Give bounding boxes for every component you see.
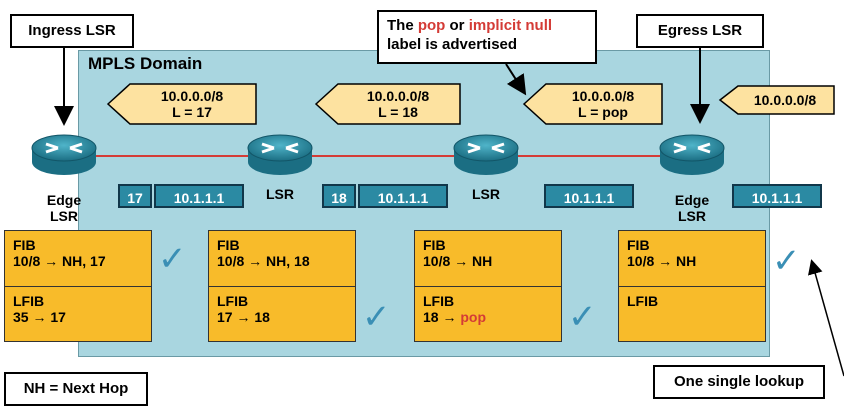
fib-row: FIB 10/8 → NH: [619, 231, 765, 287]
lfib-row: LFIB: [619, 287, 765, 343]
node-name: LSR: [50, 208, 78, 224]
fib-title: FIB: [423, 237, 446, 253]
fib-row: FIB 10/8 → NH, 17: [5, 231, 151, 287]
pop-text-pre: The: [387, 17, 418, 34]
node-name: Edge: [674, 192, 710, 208]
lfib-title: LFIB: [217, 293, 249, 309]
packet-label: 17: [118, 184, 152, 208]
lfib-entry-text: 35 → 17: [13, 309, 66, 325]
packet-ip: 10.1.1.1: [732, 184, 822, 208]
lfib-title: LFIB: [627, 293, 659, 309]
next-hop-definition: NH = Next Hop: [4, 372, 148, 406]
check-icon: ✓: [158, 240, 187, 278]
lfib-title: LFIB: [13, 293, 45, 309]
fib-row: FIB 10/8 → NH, 18: [209, 231, 355, 287]
advert-prefix: 10.0.0.0/8: [571, 88, 635, 104]
advert-2: 10.0.0.0/8 L = 18: [338, 88, 458, 120]
egress-lsr-callout: Egress LSR: [636, 14, 764, 48]
lfib-entry-text: 18 →: [423, 309, 461, 325]
advert-box-1: [106, 83, 257, 125]
advert-1: 10.0.0.0/8 L = 17: [130, 88, 254, 120]
node-name: LSR: [472, 186, 500, 202]
lfib-pop: pop: [460, 309, 487, 325]
pop-text-line2: label is advertised: [387, 36, 518, 53]
check-icon: ✓: [772, 242, 801, 280]
lfib-title: LFIB: [423, 293, 455, 309]
node-edge-egress: Edge LSR: [662, 192, 722, 224]
lookup-arrow: [808, 259, 844, 377]
advert-box-2: [314, 83, 461, 125]
advert-label: L = 17: [172, 104, 212, 120]
check-icon: ✓: [362, 298, 391, 336]
pop-word: pop: [417, 17, 446, 34]
advert-label: L = 18: [378, 104, 418, 120]
fib-entry: 10/8 → NH, 18: [217, 253, 310, 269]
lfib-entry: 17 → 18: [217, 309, 347, 325]
node-lsr-1: LSR: [250, 186, 310, 202]
fib-lfib-table-2: FIB 10/8 → NH, 18 LFIB 17 → 18: [208, 230, 356, 342]
fib-title: FIB: [13, 237, 36, 253]
node-edge-ingress: Edge LSR: [34, 192, 94, 224]
node-name: Edge: [46, 192, 82, 208]
fib-lfib-table-1: FIB 10/8 → NH, 17 LFIB 35 → 17: [4, 230, 152, 342]
fib-title: FIB: [217, 237, 240, 253]
lfib-row: LFIB 35 → 17: [5, 287, 151, 343]
fib-lfib-table-4: FIB 10/8 → NH LFIB: [618, 230, 766, 342]
router-icon: [247, 134, 313, 175]
packet-ip: 10.1.1.1: [154, 184, 244, 208]
node-name: LSR: [266, 186, 294, 202]
fib-entry: 10/8 → NH: [627, 253, 697, 269]
ingress-lsr-callout: Ingress LSR: [10, 14, 134, 48]
pop-arrow: [505, 63, 527, 96]
advert-box-3: [522, 83, 663, 125]
advert-4: 10.0.0.0/8: [738, 92, 832, 108]
packet-ip: 10.1.1.1: [358, 184, 448, 208]
router-icon: [659, 134, 725, 175]
lfib-entry: 18 → pop: [423, 309, 553, 325]
advert-prefix: 10.0.0.0/8: [366, 88, 430, 104]
lfib-entry: 35 → 17: [13, 309, 143, 325]
router-icon: [453, 134, 519, 175]
advert-prefix: 10.0.0.0/8: [160, 88, 224, 104]
lfib-entry-text: 17 → 18: [217, 309, 270, 325]
fib-lfib-table-3: FIB 10/8 → NH LFIB 18 → pop: [414, 230, 562, 342]
node-name: LSR: [678, 208, 706, 224]
packet-ip: 10.1.1.1: [544, 184, 634, 208]
lfib-row: LFIB 18 → pop: [415, 287, 561, 343]
check-icon: ✓: [568, 298, 597, 336]
domain-title: MPLS Domain: [88, 54, 203, 73]
router-icon: [31, 134, 97, 175]
packet-label: 18: [322, 184, 356, 208]
lfib-row: LFIB 17 → 18: [209, 287, 355, 343]
advert-prefix: 10.0.0.0/8: [753, 92, 817, 108]
fib-entry: 10/8 → NH, 17: [13, 253, 106, 269]
advert-box-4: [718, 85, 835, 115]
node-lsr-2: LSR: [456, 186, 516, 202]
pop-advertised-callout: The pop or implicit null label is advert…: [377, 10, 597, 64]
fib-entry: 10/8 → NH: [423, 253, 493, 269]
advert-3: 10.0.0.0/8 L = pop: [546, 88, 660, 120]
implicit-null-word: implicit null: [468, 17, 553, 34]
single-lookup-callout: One single lookup: [653, 365, 825, 399]
fib-row: FIB 10/8 → NH: [415, 231, 561, 287]
fib-title: FIB: [627, 237, 650, 253]
advert-label: L = pop: [578, 104, 628, 120]
pop-text-mid: or: [445, 17, 469, 34]
